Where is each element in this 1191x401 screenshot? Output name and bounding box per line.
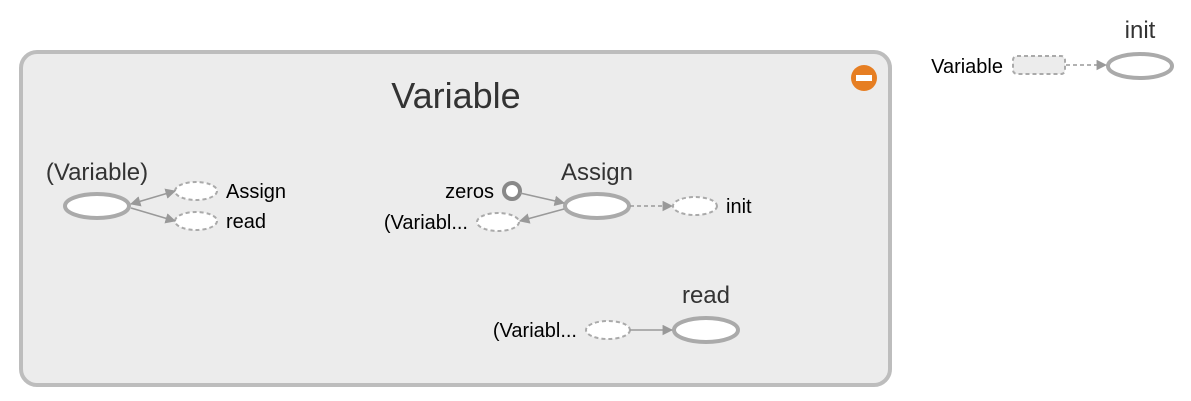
- init-op-node[interactable]: [1106, 52, 1174, 80]
- assign-in-variable-node[interactable]: [476, 212, 520, 232]
- edge-assign-variable: [518, 208, 565, 224]
- read-in-variable-node[interactable]: [585, 320, 631, 340]
- assign-in-variable-label: (Variabl...: [384, 212, 468, 234]
- variable-out-read-node[interactable]: [174, 211, 218, 231]
- assign-out-init-node[interactable]: [672, 196, 718, 216]
- edge-variable-read: [130, 207, 177, 224]
- variable-op-node[interactable]: [63, 192, 131, 220]
- assign-op-title: Assign: [561, 159, 633, 186]
- read-op-node[interactable]: [672, 316, 740, 344]
- outside-variable-group-node[interactable]: [1012, 55, 1066, 75]
- variable-out-read-label: read: [226, 211, 266, 233]
- zeros-const-node[interactable]: [502, 181, 522, 201]
- read-in-variable-label: (Variabl...: [493, 320, 577, 342]
- init-op-title: init: [1125, 17, 1156, 44]
- zeros-label: zeros: [445, 181, 494, 203]
- minus-circle-icon[interactable]: [851, 65, 877, 91]
- variable-op-title: (Variable): [46, 159, 148, 186]
- edge-zeros-assign: [519, 192, 566, 207]
- assign-out-init-label: init: [726, 196, 752, 218]
- read-op-title: read: [682, 282, 730, 309]
- variable-out-assign-label: Assign: [226, 181, 286, 203]
- edge-variable-assign: [129, 188, 177, 207]
- variable-out-assign-node[interactable]: [174, 181, 218, 201]
- group-title: Variable: [391, 75, 520, 116]
- outside-variable-label: Variable: [931, 56, 1003, 78]
- assign-op-node[interactable]: [563, 192, 631, 220]
- variable-group-box[interactable]: [19, 50, 892, 387]
